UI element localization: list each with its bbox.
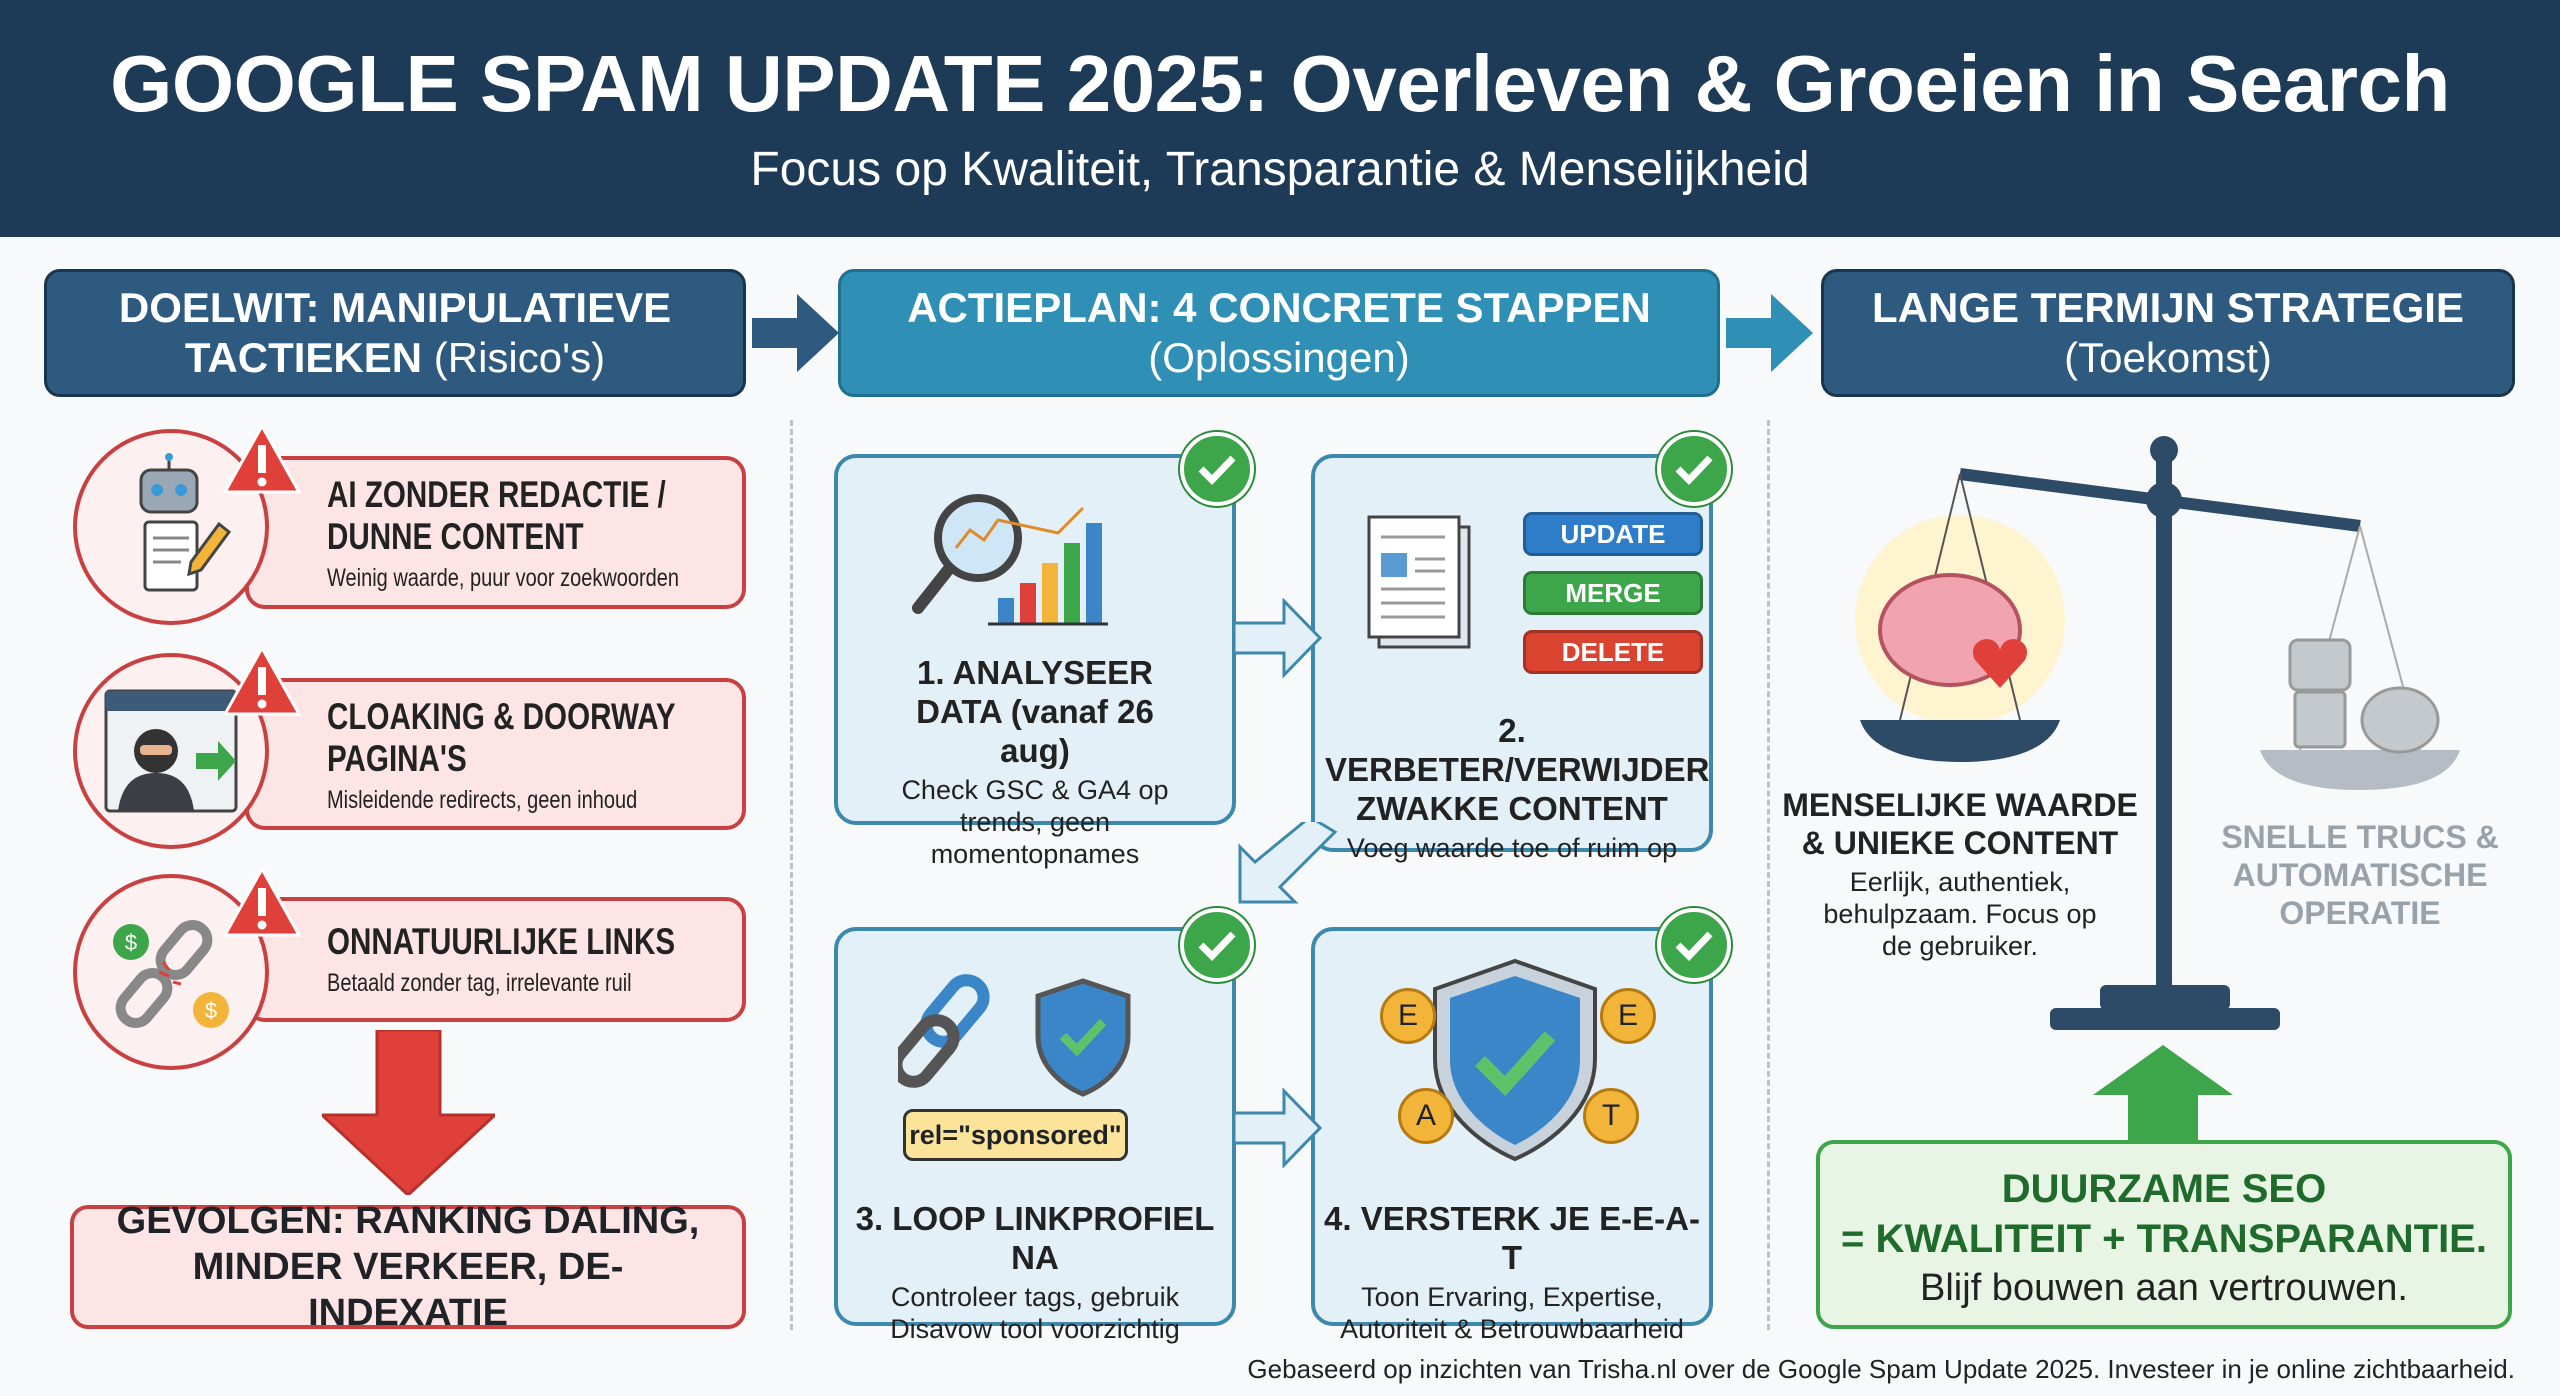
merge-chip: MERGE — [1523, 571, 1703, 615]
update-chip: UPDATE — [1523, 512, 1703, 556]
risk-description: Betaald zonder tag, irrelevante ruil — [327, 969, 632, 997]
warning-icon — [222, 866, 302, 937]
step-card: E E A T 4. VERSTERK JE E-E-A-T Toon Erva… — [1311, 927, 1713, 1344]
risk-description: Weinig waarde, puur voor zoekwoorden — [327, 564, 680, 592]
column-title: TACTIEKEN — [184, 334, 423, 381]
human-value-title: MENSELIJKE WAARDE & UNIEKE CONTENT — [1782, 787, 2138, 861]
column-subtitle: (Oplossingen) — [1148, 334, 1410, 381]
column-title: ACTIEPLAN: 4 CONCRETE STAPPEN — [907, 284, 1651, 331]
quick-tricks-label: SNELLE TRUCS & AUTOMATISCHE OPERATIE — [2221, 819, 2499, 931]
delete-chip: DELETE — [1523, 630, 1703, 674]
risk-item: CLOAKING & DOORWAY PAGINA'S Misleidende … — [245, 678, 746, 830]
column-title: LANGE TERMIJN STRATEGIE — [1872, 284, 2464, 331]
header-banner — [0, 0, 2560, 237]
conclusion-formula: = KWALITEIT + TRANSPARANTIE. — [1841, 1217, 2487, 1261]
flow-arrow-diagonal-icon — [1238, 822, 1338, 904]
column-divider — [1767, 420, 1770, 1330]
risk-title: ONNATUURLIJKE LINKS — [327, 921, 676, 962]
check-icon — [1180, 908, 1254, 982]
flow-arrow-icon — [1234, 598, 1323, 678]
conclusion-title: DUURZAME SEO — [2001, 1167, 2327, 1211]
step-description: Toon Ervaring, Expertise, Autoriteit & B… — [1340, 1282, 1684, 1344]
badge-t-trust: T — [1583, 1088, 1639, 1144]
arrow-right-icon — [752, 294, 839, 372]
arrow-right-icon — [1726, 294, 1813, 372]
eeat-shield-icon — [1433, 958, 1597, 1162]
column-header-strategy: LANGE TERMIJN STRATEGIE (Toekomst) — [1821, 269, 2515, 397]
step-title: 2. VERBETER/VERWIJDER ZWAKKE CONTENT — [1325, 712, 1710, 827]
check-icon — [1657, 432, 1731, 506]
step-card: rel="sponsored" 3. LOOP LINKPROFIEL NA C… — [834, 927, 1236, 1344]
column-header-risks: DOELWIT: MANIPULATIEVE TACTIEKEN (Risico… — [44, 269, 746, 397]
page-title: GOOGLE SPAM UPDATE 2025: Overleven & Gro… — [110, 39, 2450, 128]
check-icon — [1657, 908, 1731, 982]
badge-e-experience: E — [1380, 988, 1436, 1044]
broken-chain-money-icon: $$ — [73, 874, 269, 1070]
svg-text:$: $ — [205, 998, 217, 1023]
balance-scale-icon — [1855, 436, 2460, 1030]
svg-text:$: $ — [125, 930, 137, 955]
risk-title: CLOAKING & DOORWAY PAGINA'S — [327, 696, 676, 779]
step-description: Voeg waarde toe of ruim op — [1346, 833, 1678, 863]
robot-writing-icon — [73, 429, 269, 625]
arrow-up-icon — [2093, 1045, 2233, 1142]
risk-item: ONNATUURLIJKE LINKS Betaald zonder tag, … — [245, 897, 746, 1022]
conclusion-tagline: Blijf bouwen aan vertrouwen. — [1920, 1267, 2408, 1309]
analytics-magnifier-icon — [912, 494, 1108, 626]
risk-item: AI ZONDER REDACTIE / DUNNE CONTENT Weini… — [245, 456, 746, 609]
warning-icon — [222, 645, 302, 716]
human-value-description: Eerlijk, authentiek, behulpzaam. Focus o… — [1823, 867, 2097, 961]
step-card: UPDATE MERGE DELETE 2. VERBETER/VERWIJDE… — [1311, 454, 1713, 863]
badge-a-authority: A — [1398, 1088, 1454, 1144]
step-description: Controleer tags, gebruik Disavow tool vo… — [890, 1282, 1180, 1344]
column-header-actions: ACTIEPLAN: 4 CONCRETE STAPPEN (Oplossing… — [838, 269, 1720, 397]
step-card: 1. ANALYSEER DATA (vanaf 26 aug) Check G… — [834, 454, 1236, 869]
step-title: 3. LOOP LINKPROFIEL NA — [855, 1200, 1215, 1276]
column-title: DOELWIT: MANIPULATIEVE — [118, 284, 672, 331]
step-title: 4. VERSTERK JE E-E-A-T — [1324, 1200, 1700, 1276]
column-divider — [790, 420, 793, 1330]
check-icon — [1180, 432, 1254, 506]
badge-e-expertise: E — [1600, 988, 1656, 1044]
rel-sponsored-tag: rel="sponsored" — [903, 1109, 1128, 1161]
flow-arrow-icon — [1234, 1088, 1323, 1168]
step-description: Check GSC & GA4 op trends, geen momentop… — [901, 775, 1169, 869]
human-value-block: MENSELIJKE WAARDE & UNIEKE CONTENT Eerli… — [1780, 786, 2140, 962]
document-icon — [1367, 515, 1471, 649]
risk-description: Misleidende redirects, geen inhoud — [327, 786, 638, 814]
hacker-redirect-icon — [73, 653, 269, 849]
conclusion-box: DUURZAME SEO = KWALITEIT + TRANSPARANTIE… — [1816, 1140, 2512, 1329]
footer-note: Gebaseerd op inzichten van Trisha.nl ove… — [1247, 1354, 2515, 1384]
column-subtitle: (Toekomst) — [2064, 334, 2272, 381]
arrow-down-icon — [322, 1030, 495, 1195]
risk-title: AI ZONDER REDACTIE / DUNNE CONTENT — [327, 474, 666, 557]
consequence-box: GEVOLGEN: RANKING DALING, MINDER VERKEER… — [70, 1200, 746, 1334]
warning-icon — [222, 423, 302, 494]
link-shield-icon — [898, 974, 1131, 1097]
page-subtitle: Focus op Kwaliteit, Transparantie & Mens… — [750, 143, 1810, 196]
step-title: 1. ANALYSEER DATA (vanaf 26 aug) — [916, 654, 1154, 769]
column-subtitle: (Risico's) — [422, 334, 606, 381]
